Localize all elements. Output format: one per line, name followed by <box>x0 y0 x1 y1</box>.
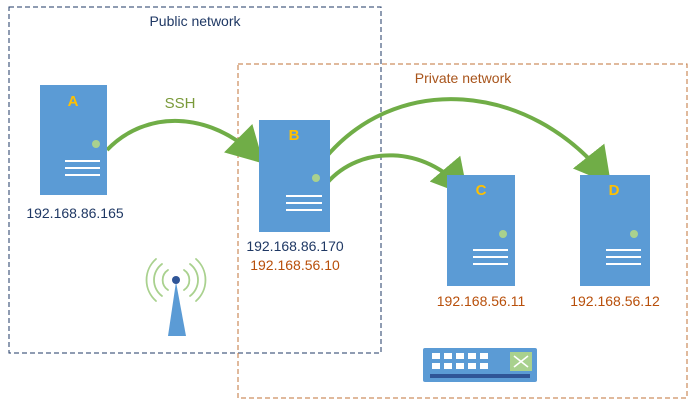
server-b-vent-lines <box>286 195 322 211</box>
public-network-zone <box>8 6 382 354</box>
private-network-label: Private network <box>415 70 512 86</box>
server-d-vent-lines <box>606 249 641 265</box>
server-b-status-led <box>312 174 320 182</box>
server-d-status-led <box>630 230 638 238</box>
server-a-ip: 192.168.86.165 <box>26 205 124 221</box>
ssh-arrow-a-to-b <box>105 119 264 164</box>
server-b-letter: B <box>289 127 300 144</box>
server-a-letter: A <box>68 93 79 110</box>
server-c-status-led <box>499 230 507 238</box>
ssh-label: SSH <box>165 95 196 112</box>
arrow-b-to-c <box>325 153 469 197</box>
wifi-antenna-icon <box>145 258 207 336</box>
server-d-ip: 192.168.56.12 <box>570 293 660 309</box>
server-a-status-led <box>92 140 100 148</box>
server-a: A <box>40 85 107 195</box>
server-a-vent-lines <box>65 160 100 176</box>
server-c-letter: C <box>476 182 487 199</box>
network-switch-icon <box>423 348 537 382</box>
server-d: D <box>580 175 650 286</box>
arrow-b-to-d <box>320 97 611 185</box>
server-d-letter: D <box>609 182 620 199</box>
server-b: B <box>259 120 330 232</box>
server-c-vent-lines <box>473 249 508 265</box>
server-b-private-ip: 192.168.56.10 <box>250 257 340 273</box>
private-network-zone <box>237 63 688 399</box>
server-c: C <box>447 175 515 286</box>
server-c-ip: 192.168.56.11 <box>437 293 526 309</box>
server-b-public-ip: 192.168.86.170 <box>246 238 344 254</box>
public-network-label: Public network <box>149 13 241 29</box>
